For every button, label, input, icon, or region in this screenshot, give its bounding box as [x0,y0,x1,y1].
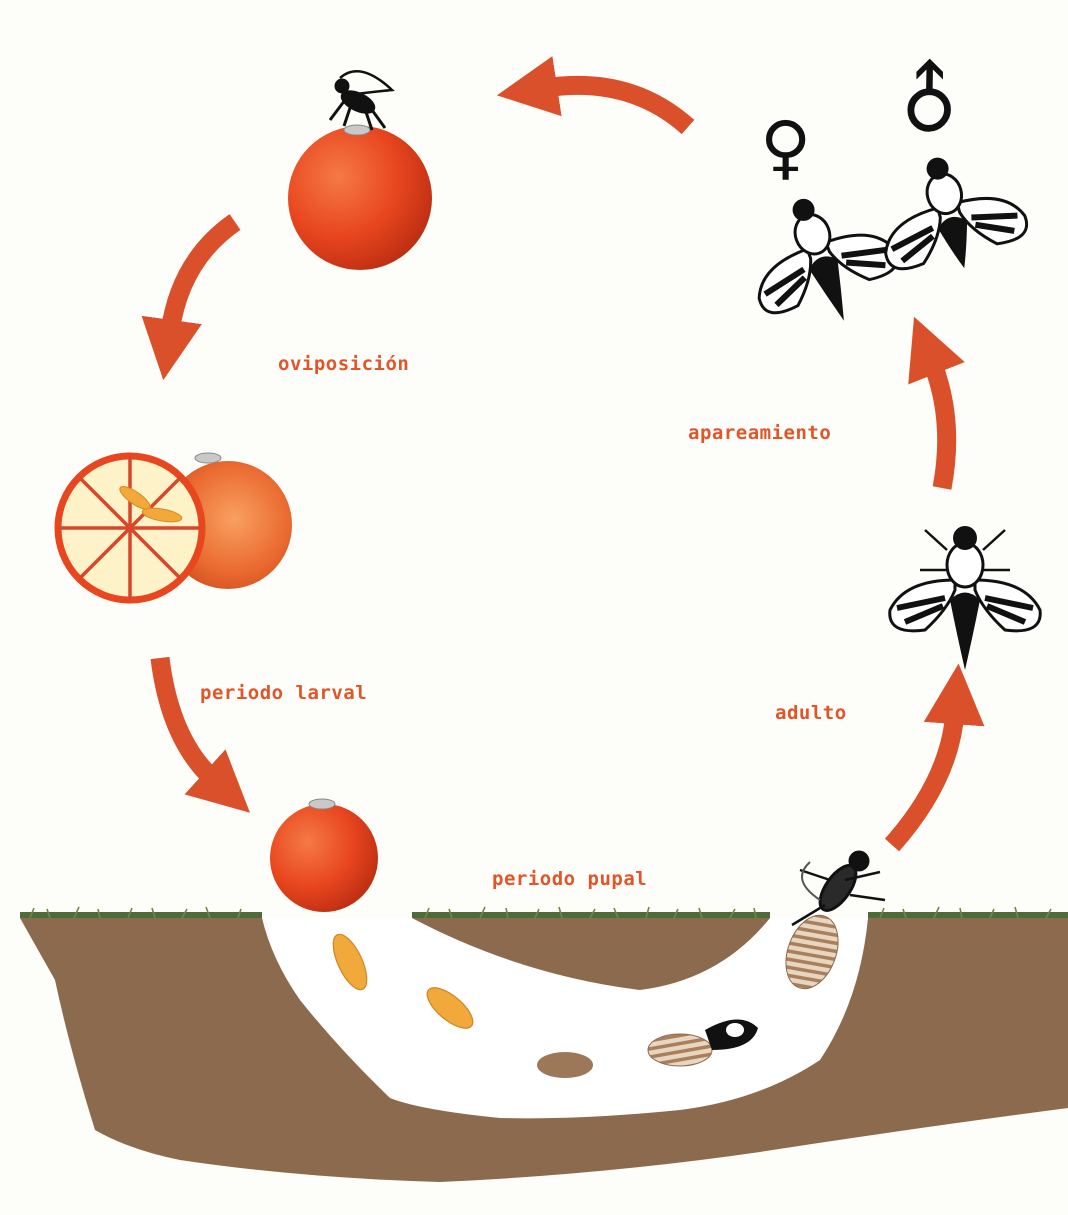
male-fly-icon [865,139,1034,287]
larval-fruit [58,453,292,600]
female-symbol: ♀ [760,112,811,182]
cycle-arrows [160,85,955,845]
soil-section [20,907,1068,1182]
label-larval-period: periodo larval [200,682,367,704]
label-pupal-period: periodo pupal [492,868,647,890]
female-fly-icon [732,175,912,346]
adult-fly-icon [890,526,1040,670]
arrow-mating-to-oviposition [545,85,688,127]
arrow-pupal-to-adult [892,712,955,845]
pupa-icon [537,1052,593,1078]
label-oviposition: oviposición [278,353,409,375]
pupa-icon [648,1034,712,1066]
arrow-adult-to-mating [932,362,947,488]
oviposition-fruit [288,71,432,270]
ovipositing-fly-icon [330,71,392,130]
label-adult: adulto [775,702,847,724]
arrow-larval-to-pupal [160,658,214,780]
fallen-fruit [270,799,378,912]
arrow-oviposition-to-larval [170,222,235,332]
label-mating: apareamiento [688,422,831,444]
